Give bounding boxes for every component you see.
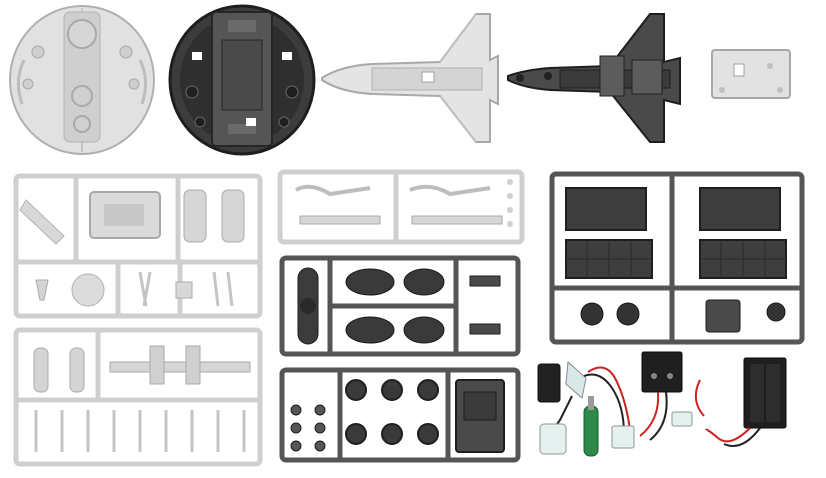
propeller-part xyxy=(297,267,319,345)
solar-panel-pieces xyxy=(565,187,787,279)
white-sprue-lower-parts xyxy=(33,345,251,452)
small-motor-with-wires xyxy=(537,360,635,455)
space-shuttle-dark-half xyxy=(507,13,681,143)
round-dome-white-part xyxy=(9,5,155,155)
white-sprue-thin-middle xyxy=(277,169,525,245)
engine-nacelle-parts xyxy=(345,268,445,344)
dark-sprue-gears xyxy=(279,367,521,463)
round-base-dark-part xyxy=(168,4,316,156)
battery-box-small xyxy=(639,351,705,441)
small-white-plate xyxy=(711,49,791,99)
dark-sprue-engines xyxy=(279,255,521,357)
battery-holder-aa xyxy=(705,357,787,447)
green-screwdriver xyxy=(583,396,599,457)
gear-set xyxy=(345,379,439,445)
space-shuttle-white-half xyxy=(321,13,499,143)
dark-sprue-solar-panels xyxy=(549,171,805,345)
white-sprue-large-lower xyxy=(13,327,263,467)
white-sprue-upper-parts xyxy=(19,189,245,307)
